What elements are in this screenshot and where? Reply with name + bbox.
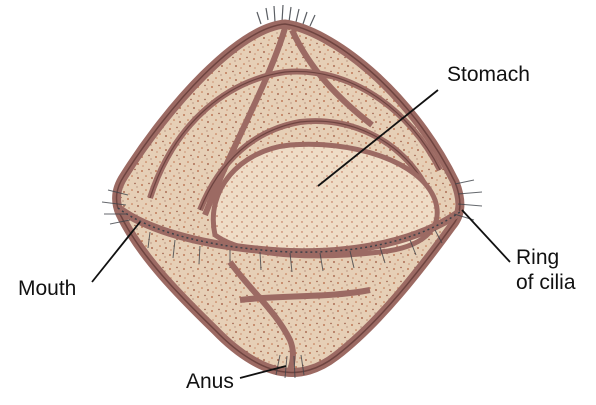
ring-label-line1: Ring <box>516 245 576 270</box>
ring-of-cilia-label: Ring of cilia <box>516 245 576 295</box>
ring-label-line2: of cilia <box>516 270 576 295</box>
mouth-leader <box>92 222 140 282</box>
stomach-label: Stomach <box>447 62 530 87</box>
ring-leader <box>462 210 510 262</box>
anus-label: Anus <box>186 369 234 394</box>
mouth-label: Mouth <box>18 276 76 301</box>
